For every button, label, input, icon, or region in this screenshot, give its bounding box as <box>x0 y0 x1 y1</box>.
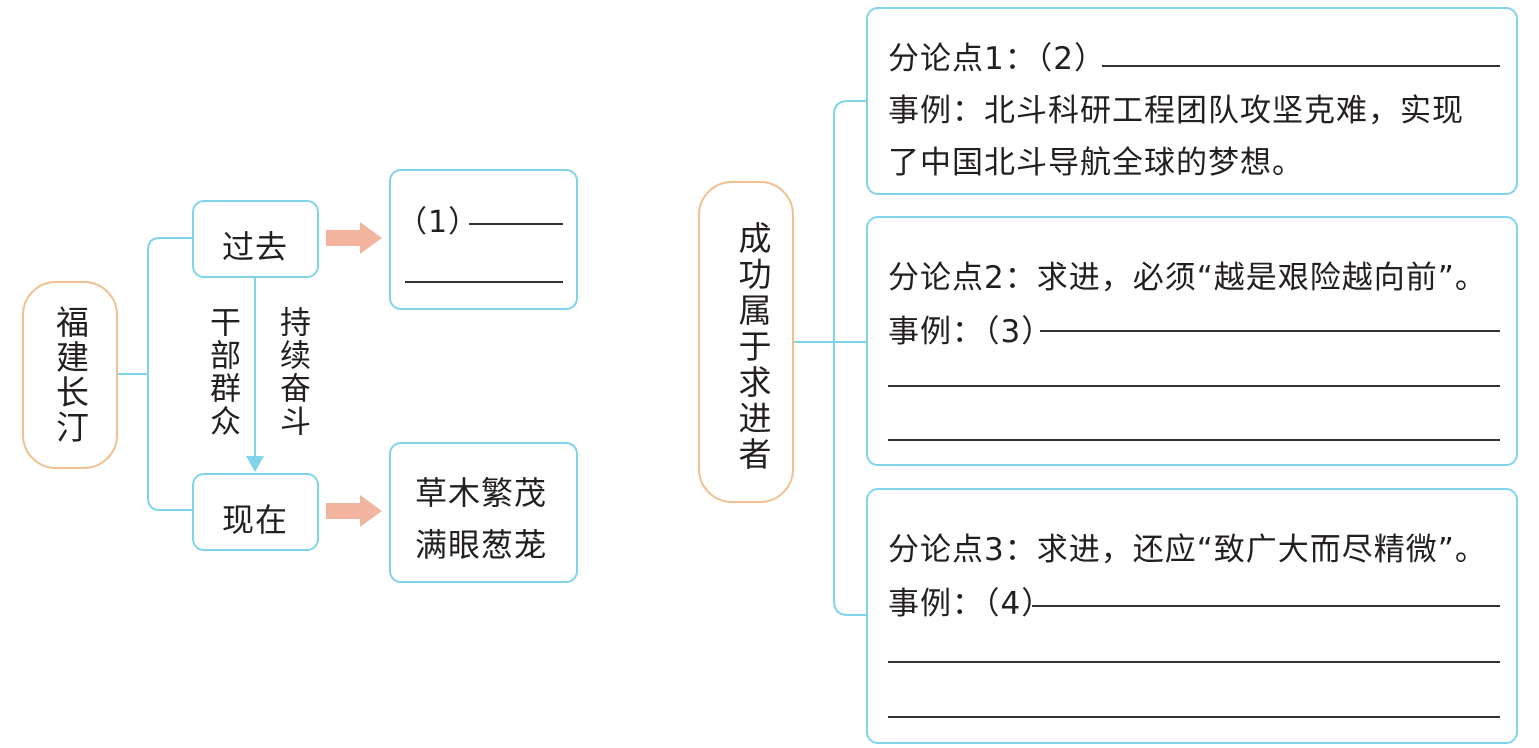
arrow-label-right: 持续奋斗 <box>274 306 310 438</box>
node-past-label: 过去 <box>222 228 289 266</box>
blank-2[interactable] <box>1102 65 1500 67</box>
blank-3c[interactable] <box>888 439 1500 441</box>
connector-branch-past <box>147 237 193 511</box>
arrow-label-left: 干部群众 <box>204 306 240 438</box>
point2-label: 分论点2：求进，必须“越是艰险越向前”。 <box>888 260 1487 296</box>
arrow-present-result <box>326 495 382 527</box>
present-result-line2: 满眼葱茏 <box>415 526 548 564</box>
point1-label: 分论点1：（2） <box>888 41 1106 77</box>
left-root-text: 福建长汀 <box>50 305 90 445</box>
point2-box: 分论点2：求进，必须“越是艰险越向前”。 事例：（3） <box>866 216 1518 466</box>
point3-box: 分论点3：求进，还应“致广大而尽精微”。 事例：（4） <box>866 488 1518 744</box>
node-present-label: 现在 <box>222 501 289 539</box>
right-root-node: 成功属于求进者 <box>698 181 794 503</box>
blank-1b[interactable] <box>405 281 563 283</box>
past-result-label: （1） <box>397 205 480 240</box>
left-root-node: 福建长汀 <box>22 281 118 469</box>
right-root-label: 成功属于求进者 <box>733 221 772 473</box>
blank-3a[interactable] <box>1040 330 1500 332</box>
connector-right-branch <box>833 100 866 616</box>
blank-4a[interactable] <box>1032 605 1500 607</box>
point1-example-line1: 事例：北斗科研工程团队攻坚克难，实现 <box>888 93 1464 129</box>
blank-3b[interactable] <box>888 385 1500 387</box>
point1-box: 分论点1：（2） 事例：北斗科研工程团队攻坚克难，实现 了中国北斗导航全球的梦想… <box>866 7 1518 195</box>
arrow-down-head <box>246 456 264 472</box>
present-result-box: 草木繁茂 满眼葱茏 <box>389 442 578 583</box>
point2-example: 事例：（3） <box>888 314 1054 350</box>
left-root-label: 福建长汀 <box>24 305 116 445</box>
blank-4b[interactable] <box>888 661 1500 663</box>
point3-label: 分论点3：求进，还应“致广大而尽精微”。 <box>888 532 1487 568</box>
point1-example-line2: 了中国北斗导航全球的梦想。 <box>888 145 1304 181</box>
node-present: 现在 <box>192 473 319 551</box>
arrow-past-result <box>326 222 382 254</box>
present-result-line1: 草木繁茂 <box>415 474 548 512</box>
point3-example: 事例：（4） <box>888 586 1054 622</box>
past-result-box: （1） <box>389 169 578 310</box>
blank-4c[interactable] <box>888 716 1500 718</box>
blank-1a[interactable] <box>469 223 563 225</box>
node-past: 过去 <box>192 200 319 278</box>
